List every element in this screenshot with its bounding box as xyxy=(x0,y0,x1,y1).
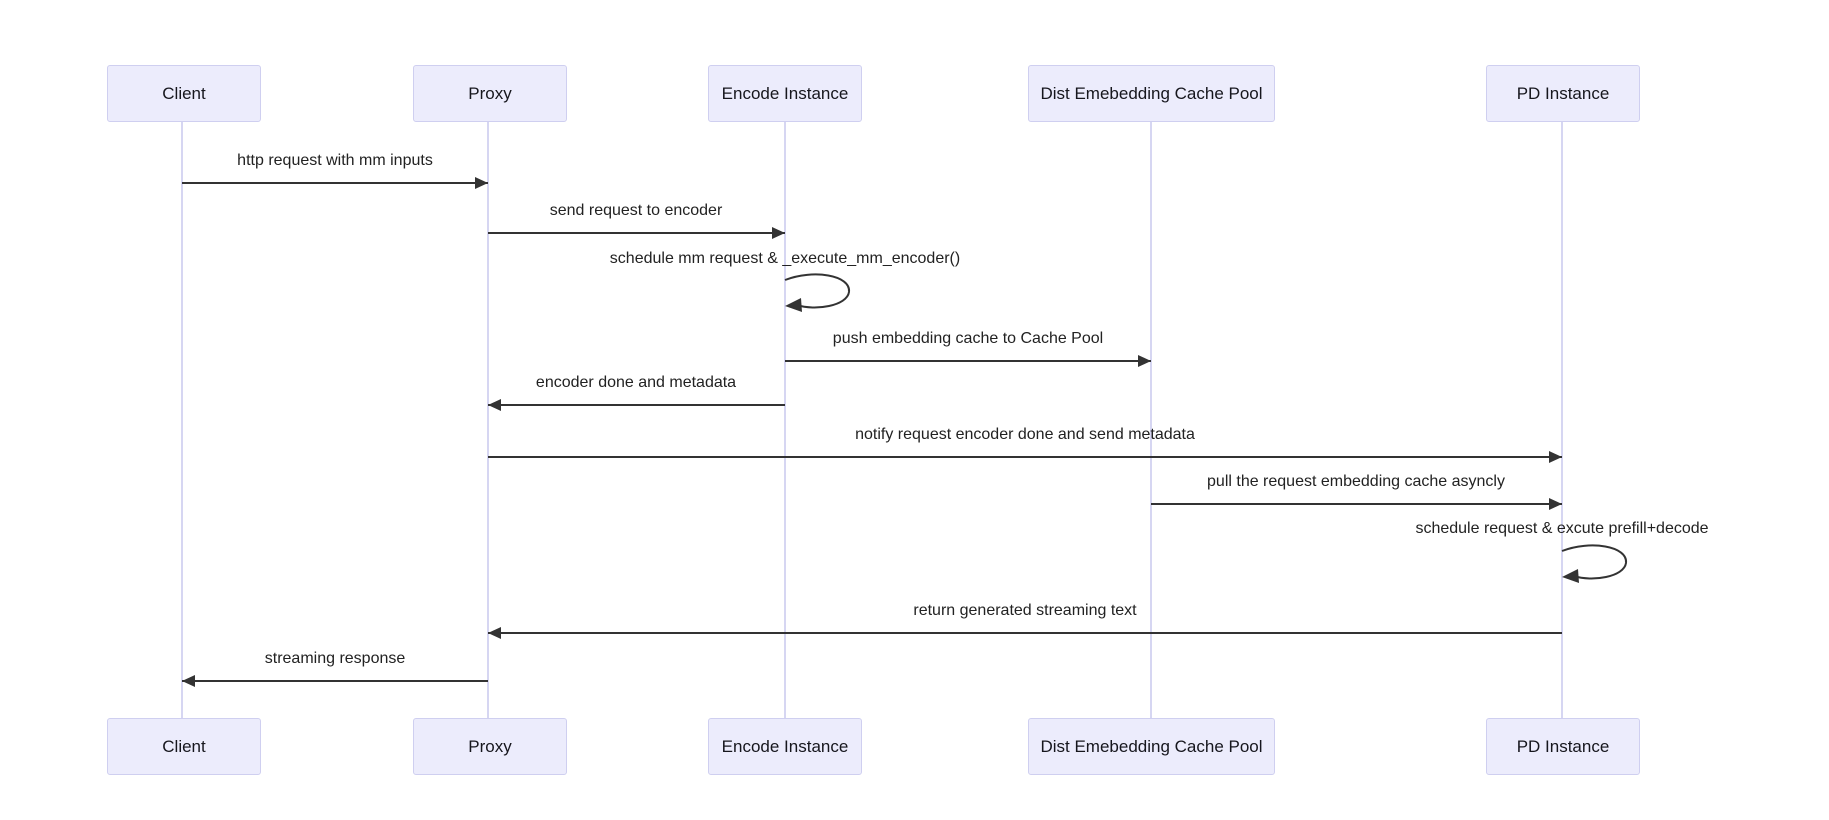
lifeline-client xyxy=(181,122,183,718)
actor-label-encode: Encode Instance xyxy=(721,83,849,103)
message-line-9[interactable] xyxy=(488,632,1562,634)
actor-box-cachepool-bottom[interactable]: Dist Emebedding Cache Pool xyxy=(1028,718,1275,775)
lifeline-pd xyxy=(1561,122,1563,718)
message-line-6[interactable] xyxy=(488,456,1562,458)
actor-box-cachepool-top[interactable]: Dist Emebedding Cache Pool xyxy=(1028,65,1275,122)
lifeline-proxy xyxy=(487,122,489,718)
self-message-3[interactable] xyxy=(783,271,861,315)
actor-box-proxy-bottom[interactable]: Proxy xyxy=(413,718,567,775)
actor-label-pd: PD Instance xyxy=(1516,736,1610,756)
self-message-8[interactable] xyxy=(1560,542,1638,586)
message-label-2: send request to encoder xyxy=(549,202,723,219)
actor-box-proxy-top[interactable]: Proxy xyxy=(413,65,567,122)
arrowhead-1 xyxy=(475,177,488,189)
actor-label-cachepool: Dist Emebedding Cache Pool xyxy=(1040,736,1263,756)
message-label-7: pull the request embedding cache asyncly xyxy=(1207,473,1505,490)
arrowhead-4 xyxy=(1138,355,1151,367)
actor-box-client-top[interactable]: Client xyxy=(107,65,261,122)
actor-box-pd-top[interactable]: PD Instance xyxy=(1486,65,1640,122)
lifeline-cachepool xyxy=(1150,122,1152,718)
actor-box-encode-top[interactable]: Encode Instance xyxy=(708,65,862,122)
message-label-9: return generated streaming text xyxy=(913,602,1137,619)
message-label-3: schedule mm request & _execute_mm_encode… xyxy=(609,250,961,267)
actor-label-client: Client xyxy=(162,83,206,103)
message-line-4[interactable] xyxy=(785,360,1151,362)
message-line-10[interactable] xyxy=(182,680,488,682)
actor-label-proxy: Proxy xyxy=(468,83,512,103)
arrowhead-9 xyxy=(488,627,501,639)
message-line-5[interactable] xyxy=(488,404,785,406)
arrowhead-10 xyxy=(182,675,195,687)
actor-box-encode-bottom[interactable]: Encode Instance xyxy=(708,718,862,775)
message-line-2[interactable] xyxy=(488,232,785,234)
arrowhead-5 xyxy=(488,399,501,411)
actor-label-cachepool: Dist Emebedding Cache Pool xyxy=(1040,83,1263,103)
actor-label-client: Client xyxy=(162,736,206,756)
message-label-8: schedule request & excute prefill+decode xyxy=(1415,520,1709,537)
actor-label-proxy: Proxy xyxy=(468,736,512,756)
message-label-4: push embedding cache to Cache Pool xyxy=(832,330,1104,347)
arrowhead-2 xyxy=(772,227,785,239)
message-line-1[interactable] xyxy=(182,182,488,184)
arrowhead-6 xyxy=(1549,451,1562,463)
message-label-10: streaming response xyxy=(264,650,406,667)
actor-label-pd: PD Instance xyxy=(1516,83,1610,103)
lifeline-encode xyxy=(784,122,786,718)
actor-label-encode: Encode Instance xyxy=(721,736,849,756)
actor-box-client-bottom[interactable]: Client xyxy=(107,718,261,775)
message-line-7[interactable] xyxy=(1151,503,1562,505)
arrowhead-7 xyxy=(1549,498,1562,510)
actor-box-pd-bottom[interactable]: PD Instance xyxy=(1486,718,1640,775)
message-label-6: notify request encoder done and send met… xyxy=(855,426,1195,443)
message-label-1: http request with mm inputs xyxy=(237,152,433,169)
message-label-5: encoder done and metadata xyxy=(535,374,737,391)
